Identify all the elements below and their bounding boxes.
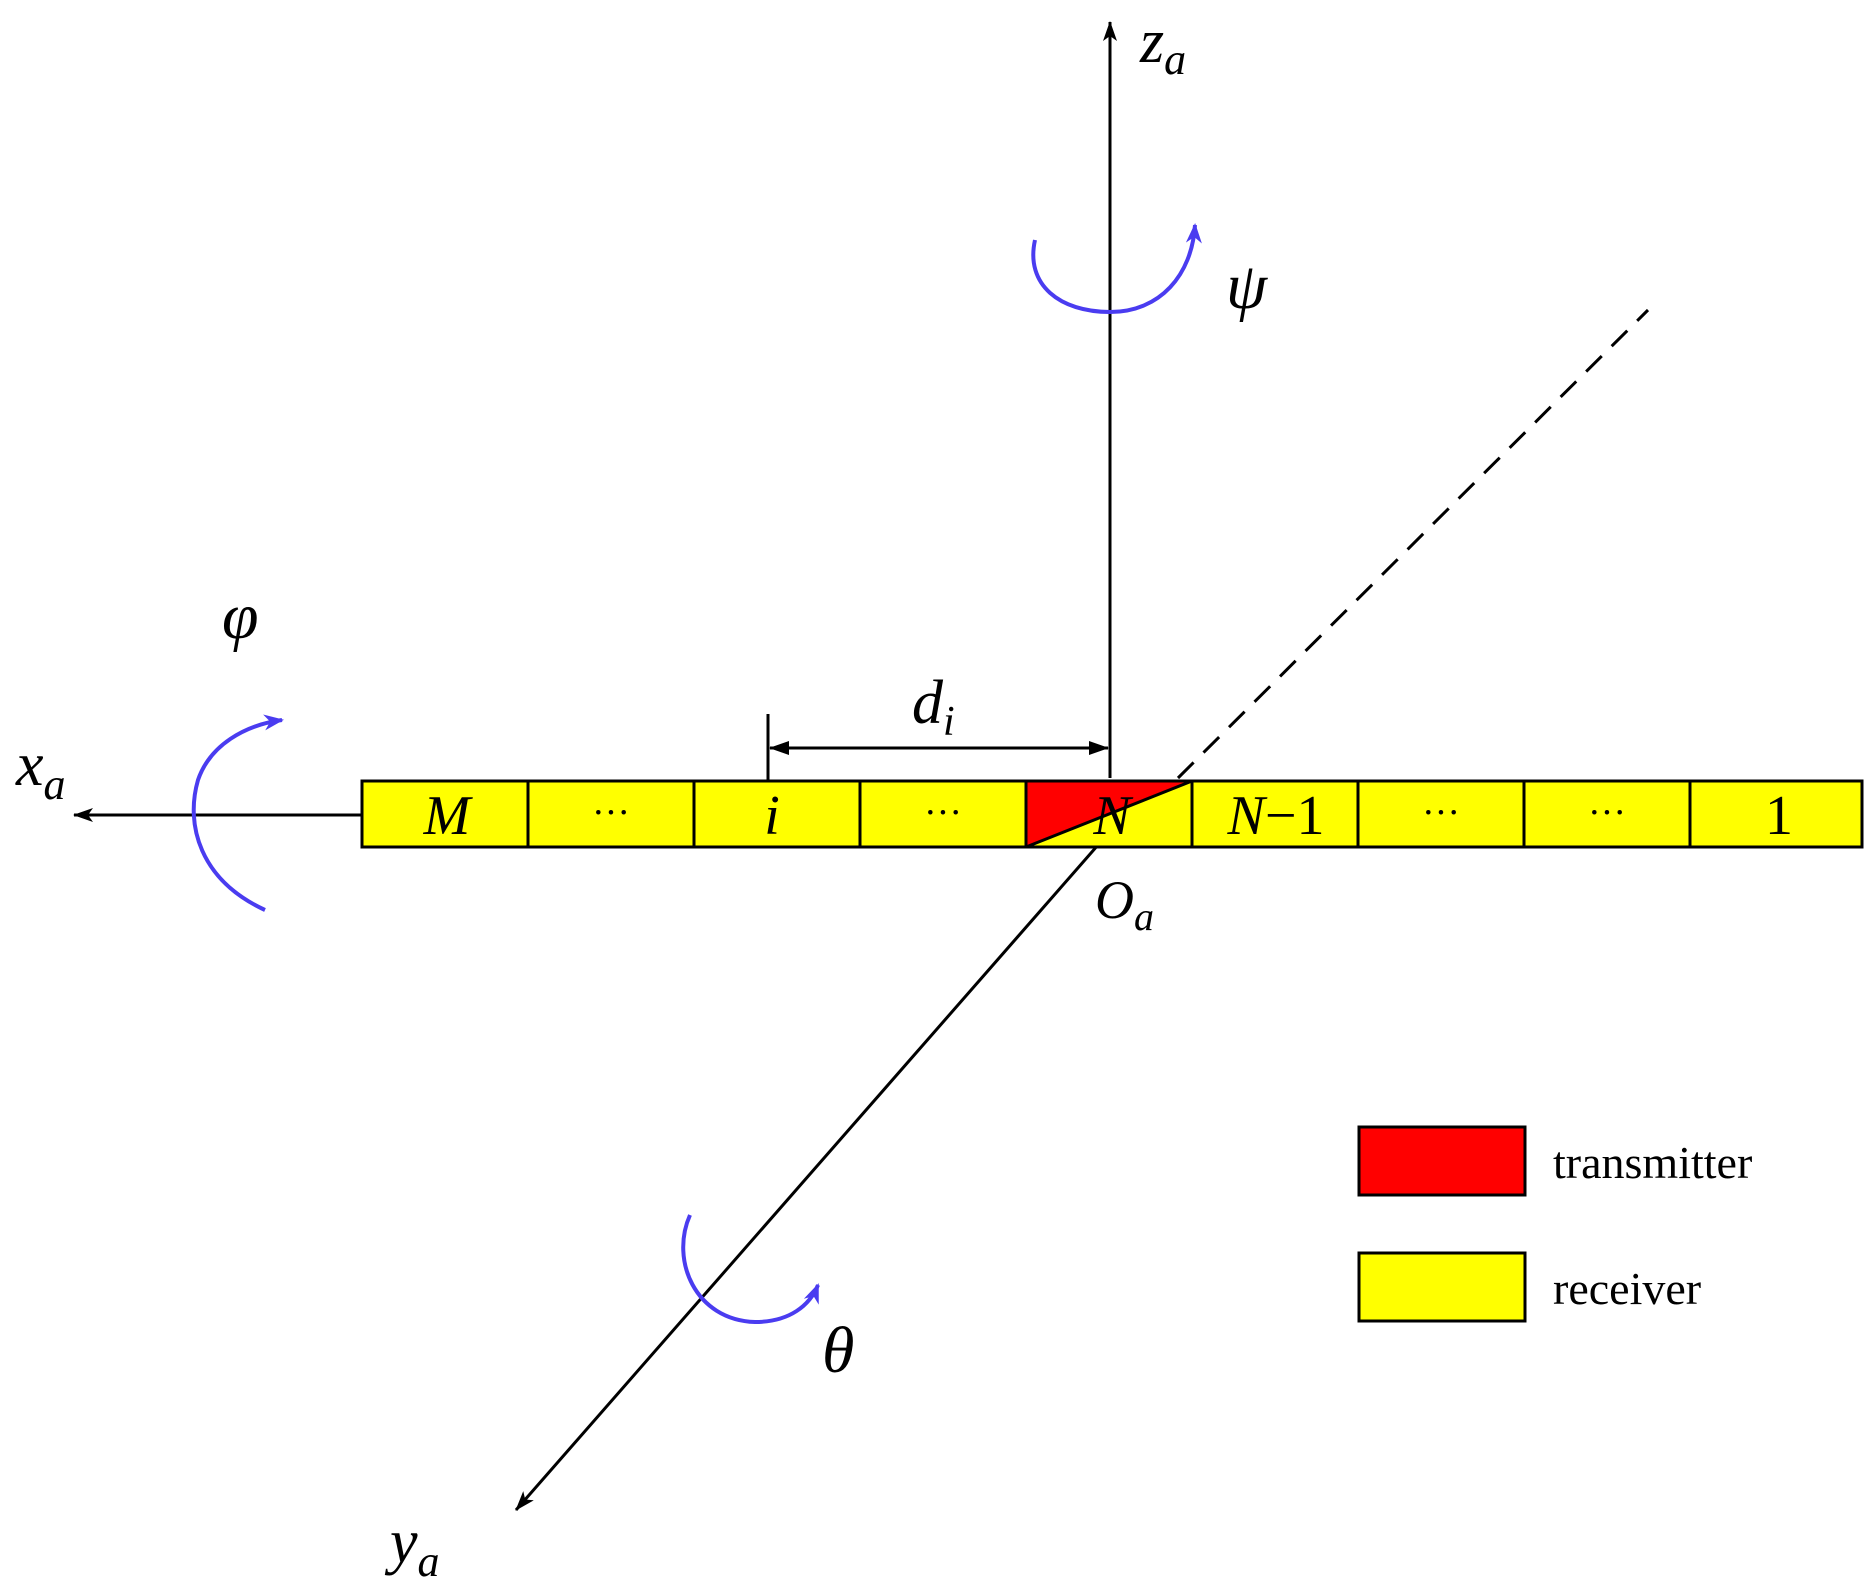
antenna-array: M ··· i ··· N N−1 ··· ··· 1 [360, 779, 1864, 849]
z-axis-label: za [1139, 8, 1186, 84]
legend-label-receiver: receiver [1553, 1263, 1701, 1314]
array-cell-receiver [1688, 779, 1864, 849]
cell-label-dots: ··· [1422, 792, 1460, 834]
array-cell-receiver [1190, 779, 1360, 849]
cell-label-dots: ··· [924, 792, 962, 834]
roll-label: φ [222, 580, 259, 653]
array-cell-receiver [1356, 779, 1526, 849]
array-cell-receiver [1522, 779, 1692, 849]
cell-label-i: i [764, 785, 780, 847]
array-cell-receiver [692, 779, 862, 849]
cell-label-N: N [1092, 785, 1133, 847]
yaw-rotation-arrow [1031, 223, 1202, 315]
cell-label-N-minus-1: N−1 [1227, 785, 1325, 847]
cell-label-dots: ··· [1588, 792, 1626, 834]
pitch-label: θ [822, 1314, 854, 1387]
y-axis [514, 844, 1100, 1511]
legend-swatch-receiver [1357, 1251, 1527, 1323]
pitch-rotation-arrow [681, 1214, 820, 1325]
cell-label-M: M [423, 785, 474, 847]
legend: transmitter receiver [1357, 1125, 1752, 1323]
cell-label-1: 1 [1765, 785, 1793, 847]
legend-label-transmitter: transmitter [1553, 1137, 1752, 1188]
distance-label: di [912, 669, 955, 745]
transmitter-diagonal [1025, 779, 1193, 849]
legend-swatch-transmitter [1357, 1125, 1527, 1197]
origin-label: Oa [1095, 870, 1154, 939]
x-axis-label: xa [15, 731, 66, 809]
y-axis-dashed-extension [1176, 308, 1650, 780]
roll-rotation-arrow [191, 714, 284, 912]
yaw-label: ψ [1226, 250, 1268, 323]
y-axis-label: ya [384, 1508, 440, 1584]
cell-label-dots: ··· [592, 792, 630, 834]
